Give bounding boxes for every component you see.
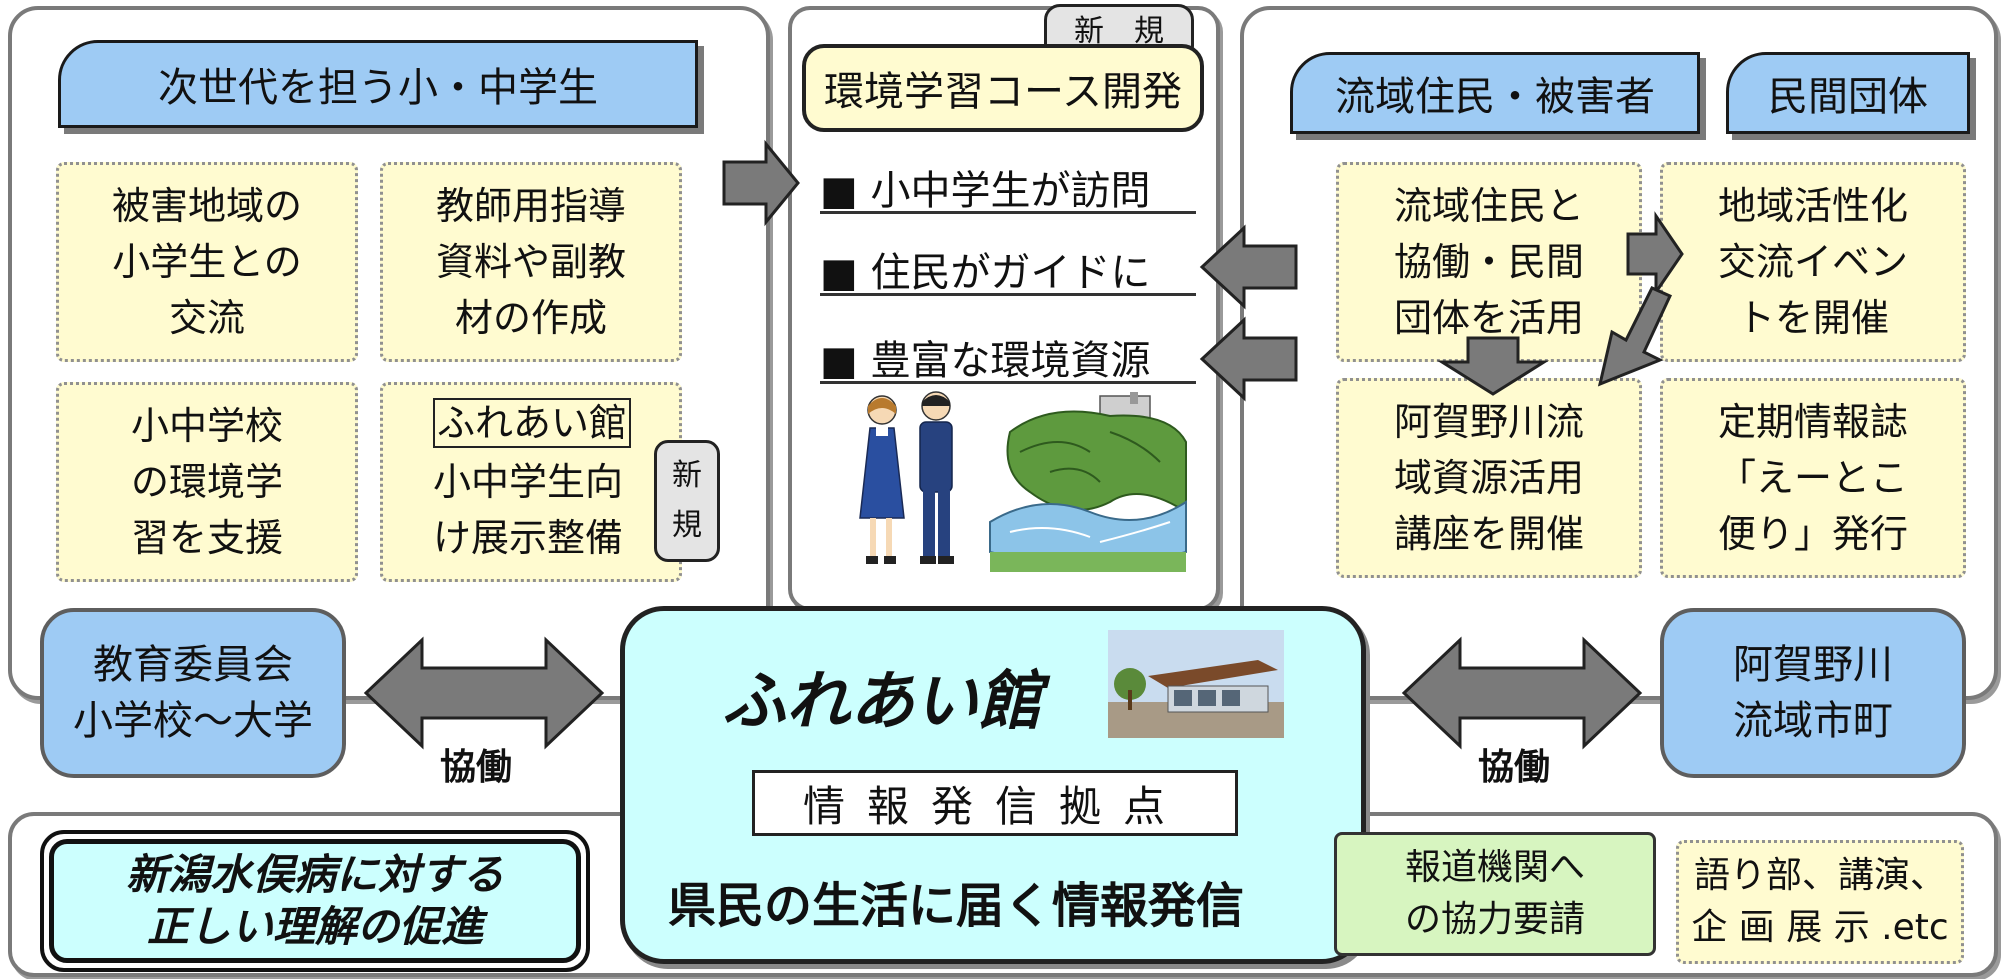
- box-line: 小学生との: [112, 240, 302, 284]
- partner-line: 小学校～大学: [73, 698, 313, 744]
- center-item-visit: ■ 小中学生が訪問: [820, 158, 1196, 214]
- item-text: ■ 小中学生が訪問: [820, 168, 1151, 214]
- box-line: 団体を活用: [1393, 296, 1584, 340]
- box-line: の環境学: [130, 460, 283, 504]
- box-line: 習を支援: [130, 516, 283, 560]
- media-line: 報道機関へ: [1404, 847, 1585, 888]
- arrow-left-guide: [1199, 224, 1298, 310]
- hub-role: 情報発信拠点: [802, 781, 1187, 831]
- box-line: け展示整備: [433, 516, 624, 560]
- hub-role-box: 情報発信拠点: [752, 770, 1238, 836]
- partner-municipalities: 阿賀野川 流域市町: [1660, 608, 1966, 778]
- box-line: トを開催: [1736, 296, 1889, 340]
- box-line: 交流: [168, 296, 245, 340]
- right-panel-header-orgs: 民間団体: [1726, 52, 1970, 134]
- box-line: 材の作成: [454, 296, 607, 340]
- media-line: の協力要請: [1404, 899, 1585, 940]
- goal-box: 新潟水俣病に対する 正しい理解の促進: [40, 830, 590, 972]
- box-line: 交流イベン: [1717, 240, 1908, 284]
- goal-line: 正しい理解の促進: [146, 902, 483, 951]
- box-line: 定期情報誌: [1717, 400, 1908, 444]
- right-box-newsletter: 定期情報誌 「えーとこ 便り」発行: [1660, 378, 1966, 578]
- new-badge-vertical: 新 規: [654, 440, 720, 562]
- left-box-exhibit: ふれあい館 小中学生向 け展示整備: [380, 382, 682, 582]
- left-box-exchange: 被害地域の 小学生との 交流: [56, 162, 358, 362]
- goal-line: 新潟水俣病に対する: [125, 850, 504, 899]
- partner-line: 阿賀野川: [1733, 642, 1893, 688]
- box-line: 被害地域の: [111, 184, 302, 228]
- collab-label-right: 協働: [1478, 747, 1551, 788]
- arrow-to-events: [1626, 211, 1684, 297]
- events-box: 語り部、講演、 企 画 展 示 .etc: [1676, 840, 1964, 964]
- item-text: ■ 豊富な環境資源: [820, 338, 1151, 384]
- events-line: 企 画 展 示 .etc: [1691, 907, 1949, 948]
- collab-label-left: 協働: [440, 747, 513, 788]
- box-line: 域資源活用: [1393, 456, 1584, 500]
- right-box-lectures: 阿賀野川流 域資源活用 講座を開催: [1336, 378, 1642, 578]
- right-panel-header-residents: 流域住民・被害者: [1290, 52, 1700, 134]
- box-line: 小中学生向: [433, 460, 624, 504]
- box-line: 小中学校: [130, 404, 283, 448]
- right-box-events: 地域活性化 交流イベン トを開催: [1660, 162, 1966, 362]
- course-title: 環境学習コース開発: [824, 69, 1182, 115]
- arrow-left-resources: [1199, 316, 1298, 402]
- box-line: 講座を開催: [1393, 512, 1584, 556]
- right-header-text: 流域住民・被害者: [1335, 74, 1655, 120]
- right-box-collaboration: 流域住民と 協働・民間 団体を活用: [1336, 162, 1642, 362]
- center-item-guide: ■ 住民がガイドに: [820, 240, 1196, 296]
- item-text: ■ 住民がガイドに: [820, 250, 1151, 296]
- collab-arrow-right: [1401, 636, 1643, 750]
- left-box-school-support: 小中学校 の環境学 習を支援: [56, 382, 358, 582]
- center-item-resources: ■ 豊富な環境資源: [820, 328, 1196, 384]
- right-header-text: 民間団体: [1768, 74, 1928, 120]
- box-line: 資料や副教: [435, 240, 626, 284]
- box-line: 阿賀野川流: [1393, 400, 1584, 444]
- box-line: 教師用指導: [435, 184, 626, 228]
- left-panel-header-text: 次世代を担う小・中学生: [158, 65, 598, 111]
- hub-tagline: 県民の生活に届く情報発信: [668, 878, 1245, 934]
- building-photo: [1108, 630, 1284, 738]
- arrow-right-to-center: [722, 139, 800, 227]
- box-line: 地域活性化: [1717, 184, 1908, 228]
- partner-line: 教育委員会: [93, 642, 293, 688]
- students-illustration: [859, 391, 954, 564]
- arrow-diagonal-to-lectures: [1597, 286, 1673, 387]
- arrow-down-to-lectures: [1436, 336, 1550, 396]
- events-line: 語り部、講演、: [1693, 855, 1946, 896]
- partner-line: 流域市町: [1733, 698, 1893, 744]
- course-title-box: 環境学習コース開発: [802, 44, 1204, 132]
- left-box-teacher-materials: 教師用指導 資料や副教 材の作成: [380, 162, 682, 362]
- box-line: 流域住民と: [1393, 184, 1584, 228]
- river-illustration: [989, 392, 1187, 572]
- hub-title: ふれあい館: [722, 665, 1042, 739]
- badge-text: 新 規: [672, 458, 702, 543]
- partner-education-board: 教育委員会 小学校～大学: [40, 608, 346, 778]
- box-line-framed: ふれあい館: [433, 398, 632, 448]
- box-line: 便り」発行: [1717, 512, 1908, 556]
- box-line: 協働・民間: [1393, 240, 1584, 284]
- collab-arrow-left: [363, 636, 605, 750]
- box-line: 「えーとこ: [1717, 456, 1908, 500]
- badge-text: 新 規: [1074, 14, 1164, 49]
- media-box: 報道機関へ の協力要請: [1334, 832, 1656, 956]
- left-panel-header: 次世代を担う小・中学生: [58, 40, 698, 128]
